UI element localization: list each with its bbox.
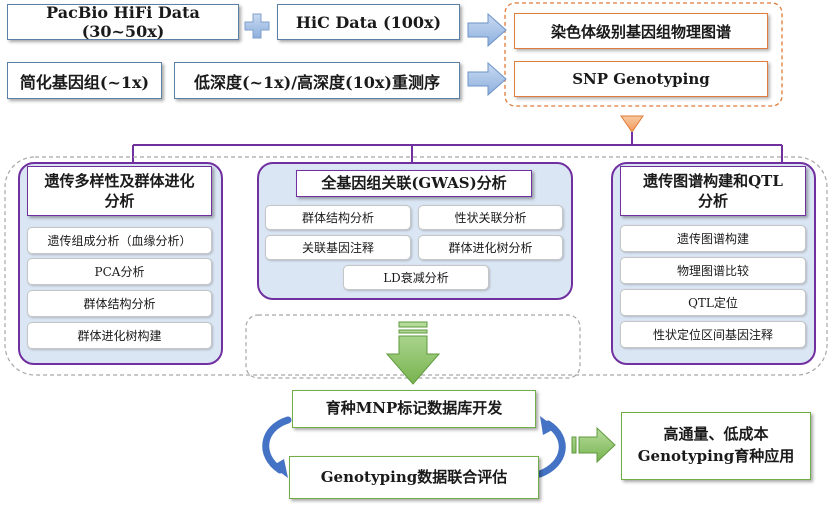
qtl-title-text: 遗传图谱构建和QTL分析 bbox=[643, 171, 783, 210]
diversity-title: 遗传多样性及群体进化分析 bbox=[27, 166, 212, 216]
arrow-right-icon bbox=[467, 61, 507, 97]
arrow-right-icon bbox=[467, 12, 507, 48]
resequencing-label: 低深度(~1x)/高深度(10x)重测序 bbox=[193, 72, 440, 92]
diversity-title-text: 遗传多样性及群体进化分析 bbox=[44, 171, 195, 210]
mnp-database-label: 育种MNP标记数据库开发 bbox=[325, 399, 503, 418]
diversity-item-4: 群体进化树构建 bbox=[27, 322, 212, 349]
qtl-item-3: QTL定位 bbox=[620, 289, 806, 316]
qtl-item-2: 物理图谱比较 bbox=[620, 257, 806, 284]
simplified-genome-label: 简化基因组(~1x) bbox=[19, 72, 150, 92]
application-box: 高通量、低成本Genotyping育种应用 bbox=[621, 412, 811, 480]
gwas-item-4: 群体进化树分析 bbox=[418, 235, 563, 260]
qtl-item-4: 性状定位区间基因注释 bbox=[620, 321, 806, 348]
mnp-database-box: 育种MNP标记数据库开发 bbox=[292, 390, 536, 428]
plus-icon bbox=[244, 13, 270, 39]
genotyping-eval-box: Genotyping数据联合评估 bbox=[289, 456, 539, 499]
diversity-item-1: 遗传组成分析（血缘分析） bbox=[27, 227, 212, 254]
output-frame bbox=[504, 2, 783, 107]
gwas-title: 全基因组关联(GWAS)分析 bbox=[296, 170, 532, 197]
diversity-item-2: PCA分析 bbox=[27, 258, 212, 285]
arrow-down-icon bbox=[385, 321, 441, 385]
application-label: 高通量、低成本Genotyping育种应用 bbox=[637, 425, 795, 465]
arrow-right-icon bbox=[571, 426, 616, 464]
snp-genotyping-box: SNP Genotyping bbox=[514, 61, 768, 97]
gwas-item-2: 性状关联分析 bbox=[418, 205, 563, 230]
snp-genotyping-label: SNP Genotyping bbox=[572, 70, 710, 88]
gwas-item-5: LD衰减分析 bbox=[343, 265, 489, 290]
hic-data-box: HiC Data (100x) bbox=[277, 4, 460, 40]
chromosome-map-label: 染色体级别基因组物理图谱 bbox=[550, 22, 731, 41]
purple-bracket bbox=[132, 132, 783, 162]
gwas-title-text: 全基因组关联(GWAS)分析 bbox=[321, 174, 507, 193]
qtl-title: 遗传图谱构建和QTL分析 bbox=[620, 166, 806, 216]
genotyping-eval-label: Genotyping数据联合评估 bbox=[320, 467, 508, 486]
simplified-genome-box: 简化基因组(~1x) bbox=[7, 62, 162, 99]
gwas-item-3: 关联基因注释 bbox=[265, 235, 411, 260]
diversity-item-3: 群体结构分析 bbox=[27, 290, 212, 317]
qtl-item-1: 遗传图谱构建 bbox=[620, 225, 806, 252]
pacbio-data-box: PacBio HiFi Data (30~50x) bbox=[7, 3, 239, 41]
chromosome-map-box: 染色体级别基因组物理图谱 bbox=[514, 13, 768, 49]
resequencing-box: 低深度(~1x)/高深度(10x)重测序 bbox=[174, 62, 460, 99]
hic-label: HiC Data (100x) bbox=[295, 12, 442, 32]
triangle-down-icon bbox=[620, 115, 644, 133]
gwas-item-1: 群体结构分析 bbox=[265, 205, 411, 230]
pacbio-label: PacBio HiFi Data (30~50x) bbox=[46, 3, 200, 41]
